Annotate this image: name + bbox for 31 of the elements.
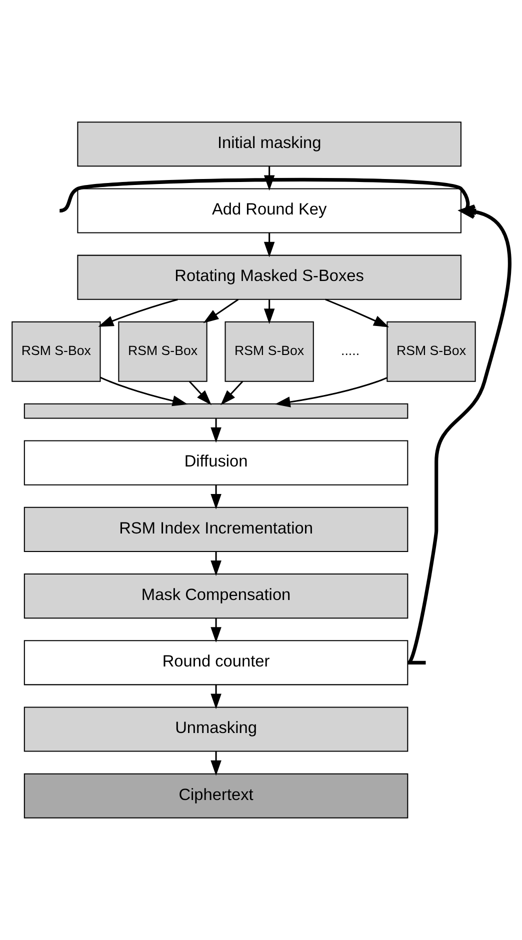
node-bar bbox=[24, 403, 408, 419]
node-box: Round counter bbox=[24, 640, 408, 686]
node-box: RSM S-Box bbox=[12, 321, 101, 382]
node-box: RSM S-Box bbox=[224, 321, 314, 382]
node-box: Diffusion bbox=[24, 440, 408, 486]
arrow bbox=[188, 380, 212, 406]
label: ..... bbox=[341, 343, 360, 358]
node-box: RSM Index Incrementation bbox=[24, 506, 408, 552]
arrow bbox=[203, 298, 239, 324]
arrow bbox=[210, 751, 222, 776]
arrow bbox=[210, 552, 222, 576]
node-box: RSM S-Box bbox=[118, 321, 208, 382]
arrow bbox=[100, 376, 188, 406]
arrow bbox=[325, 298, 390, 328]
node-box: RSM S-Box bbox=[386, 321, 476, 382]
arrow bbox=[210, 684, 222, 710]
node-box: Mask Compensation bbox=[24, 574, 408, 619]
arrow bbox=[210, 618, 222, 643]
arrow bbox=[274, 377, 388, 408]
node-box: Ciphertext bbox=[24, 773, 408, 818]
arrow bbox=[264, 300, 275, 324]
node-box: Add Round Key bbox=[77, 188, 462, 234]
arrow bbox=[98, 298, 178, 327]
node-box: Initial masking bbox=[77, 122, 462, 167]
node-box: Rotating Masked S-Boxes bbox=[77, 254, 462, 300]
arrow bbox=[220, 380, 244, 406]
arrow bbox=[210, 485, 222, 510]
node-box: Unmasking bbox=[24, 706, 408, 752]
arrow bbox=[264, 232, 275, 258]
connector bbox=[408, 660, 426, 664]
arrow bbox=[210, 418, 222, 443]
